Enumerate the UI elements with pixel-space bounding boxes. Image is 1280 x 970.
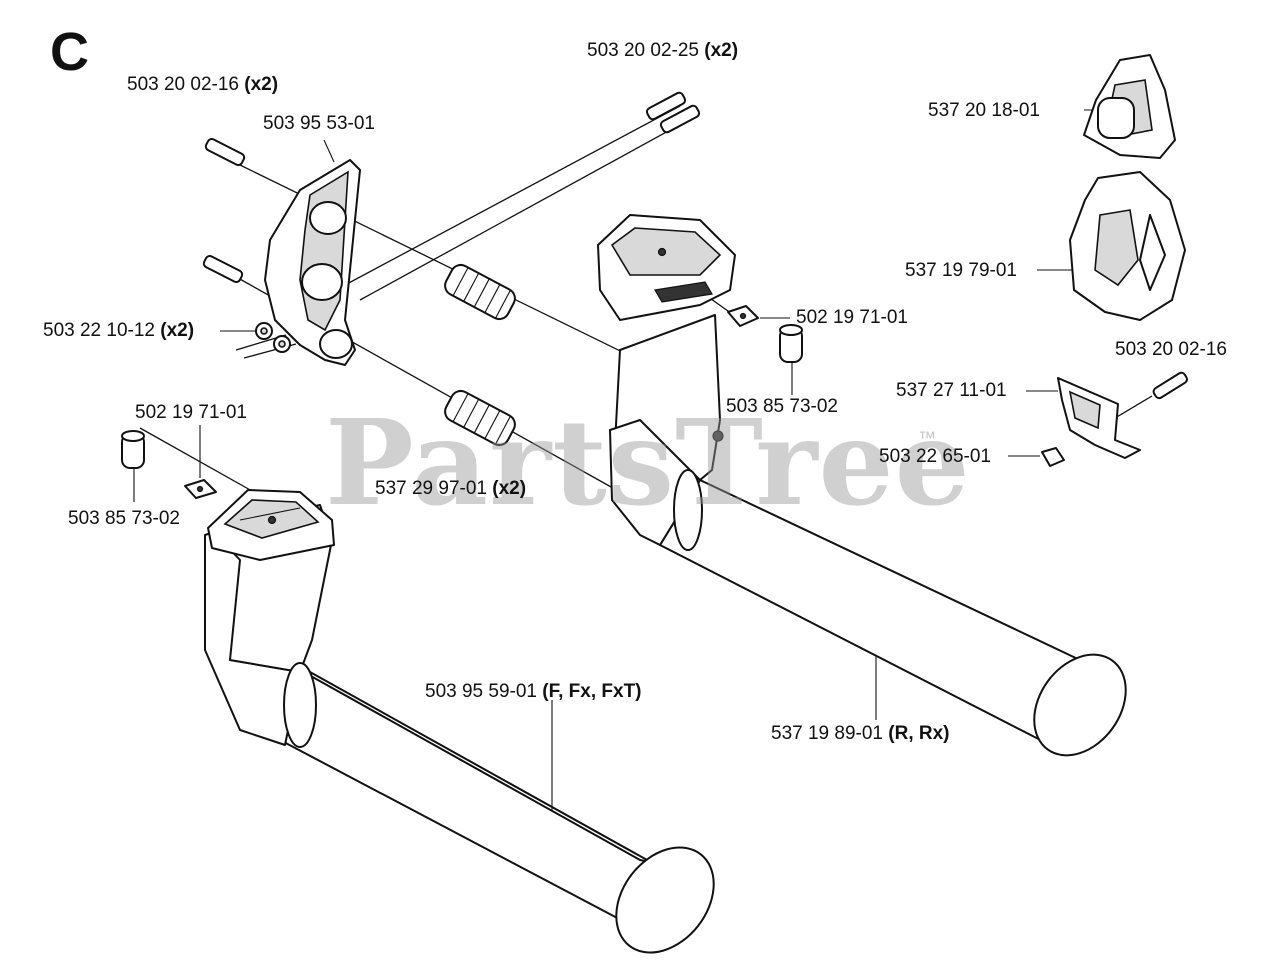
label-clip-mid: 537 19 79-01 (905, 260, 1017, 281)
label-bolt-25: 503 20 02-25 (x2) (587, 40, 739, 61)
short-bolts (202, 137, 246, 284)
square-nut-left (184, 479, 217, 499)
bracket (264, 159, 361, 366)
clip-mid (1069, 171, 1186, 321)
watermark: PartsTree (325, 393, 971, 532)
label-spacer-right: 503 85 73-02 (726, 396, 838, 417)
label-damper: 537 29 97-01 (x2) (375, 478, 527, 499)
label-bracket: 503 95 53-01 (263, 113, 375, 134)
label-holder: 537 27 11-01 (896, 380, 1007, 401)
leader-lines (133, 109, 1118, 820)
spacer-left (121, 430, 145, 469)
nut-65 (1041, 447, 1065, 467)
clip-top (1083, 54, 1176, 159)
label-nut-x2: 503 22 10-12 (x2) (43, 320, 195, 341)
watermark-trademark: ™ (918, 428, 936, 448)
hex-nuts (255, 322, 291, 353)
label-screw-16: 503 20 02-16 (1115, 339, 1227, 360)
spacer-right (779, 324, 803, 363)
label-spacer-left: 503 85 73-02 (68, 508, 180, 529)
label-square-nut-left: 502 19 71-01 (135, 402, 247, 423)
rear-handle-tube (597, 214, 1127, 757)
label-handle-r: 537 19 89-01 (R, Rx) (771, 723, 950, 744)
label-nut-65: 503 22 65-01 (879, 446, 991, 467)
label-bolt-16-top: 503 20 02-16 (x2) (127, 74, 279, 95)
label-clip-top: 537 20 18-01 (928, 100, 1040, 121)
label-square-nut-right: 502 19 71-01 (796, 307, 908, 328)
square-nut-right (727, 305, 759, 327)
front-handle-tube (204, 489, 715, 954)
vibration-dampers (444, 263, 516, 447)
section-letter: C (50, 22, 89, 82)
label-handle-f: 503 95 59-01 (F, Fx, FxT) (425, 681, 642, 702)
holder (1057, 377, 1141, 459)
long-bolts (645, 91, 701, 134)
